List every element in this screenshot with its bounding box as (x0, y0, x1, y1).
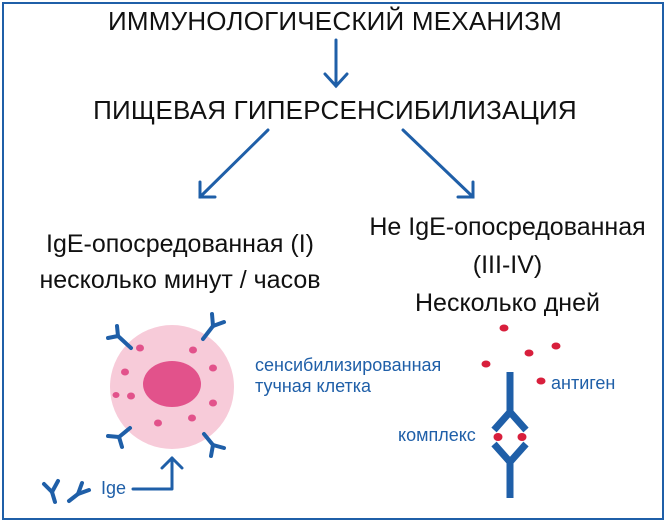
receptor-bottom-right-icon (202, 432, 226, 458)
ige-mediated-timing: несколько минут / часов (39, 266, 321, 294)
arrow-title-to-subtitle (323, 38, 349, 89)
non-ige-mediated-timing: Несколько дней (415, 289, 600, 317)
ige-label: Ige (101, 478, 127, 498)
ige-mediated-label: IgE-опосредованная (I) (46, 230, 314, 258)
diagram-frame (2, 2, 664, 520)
non-ige-mediated-types: (III-IV) (472, 251, 543, 279)
ige-antibody-2-icon (67, 481, 91, 503)
mast-cell-label-line1: сенсибилизированная (255, 355, 442, 375)
non-ige-mediated-branch: Не IgE-опосредованная (III-IV) Несколько… (355, 208, 660, 322)
antigen-label: антиген (551, 373, 616, 393)
diagram-subtitle: ПИЩЕВАЯ ГИПЕРСЕНСИБИЛИЗАЦИЯ (93, 95, 577, 125)
immune-complex (491, 372, 529, 498)
complex-label: комплекс (398, 425, 476, 445)
mast-cell (110, 325, 234, 449)
diagram-title: ИММУНОЛОГИЧЕСКИЙ МЕХАНИЗМ (108, 6, 562, 36)
ige-mediated-branch: IgE-опосредованная (I) несколько минут /… (20, 226, 340, 298)
complex-bound-antigens (493, 433, 527, 441)
receptor-top-right-icon (201, 312, 226, 341)
mast-cell-granules (112, 344, 217, 427)
ige-receptors (106, 312, 226, 458)
complex-lower-arms (491, 441, 529, 468)
mast-cell-nucleus (143, 361, 201, 407)
mast-cell-label-line2: тучная клетка (255, 376, 372, 396)
arrow-ige-to-cell (131, 456, 184, 491)
receptor-bottom-left-icon (106, 426, 132, 449)
complex-upper-arms (491, 406, 529, 433)
antigen-dots (481, 324, 561, 385)
free-ige-antibodies (42, 479, 91, 504)
non-ige-mediated-label: Не IgE-опосредованная (369, 213, 646, 241)
ige-antibody-1-icon (42, 479, 60, 504)
arrow-to-right-branch (401, 128, 475, 199)
arrow-to-left-branch (198, 128, 270, 199)
receptor-top-left-icon (106, 324, 133, 350)
mast-cell-label: сенсибилизированная тучная клетка (255, 355, 441, 397)
